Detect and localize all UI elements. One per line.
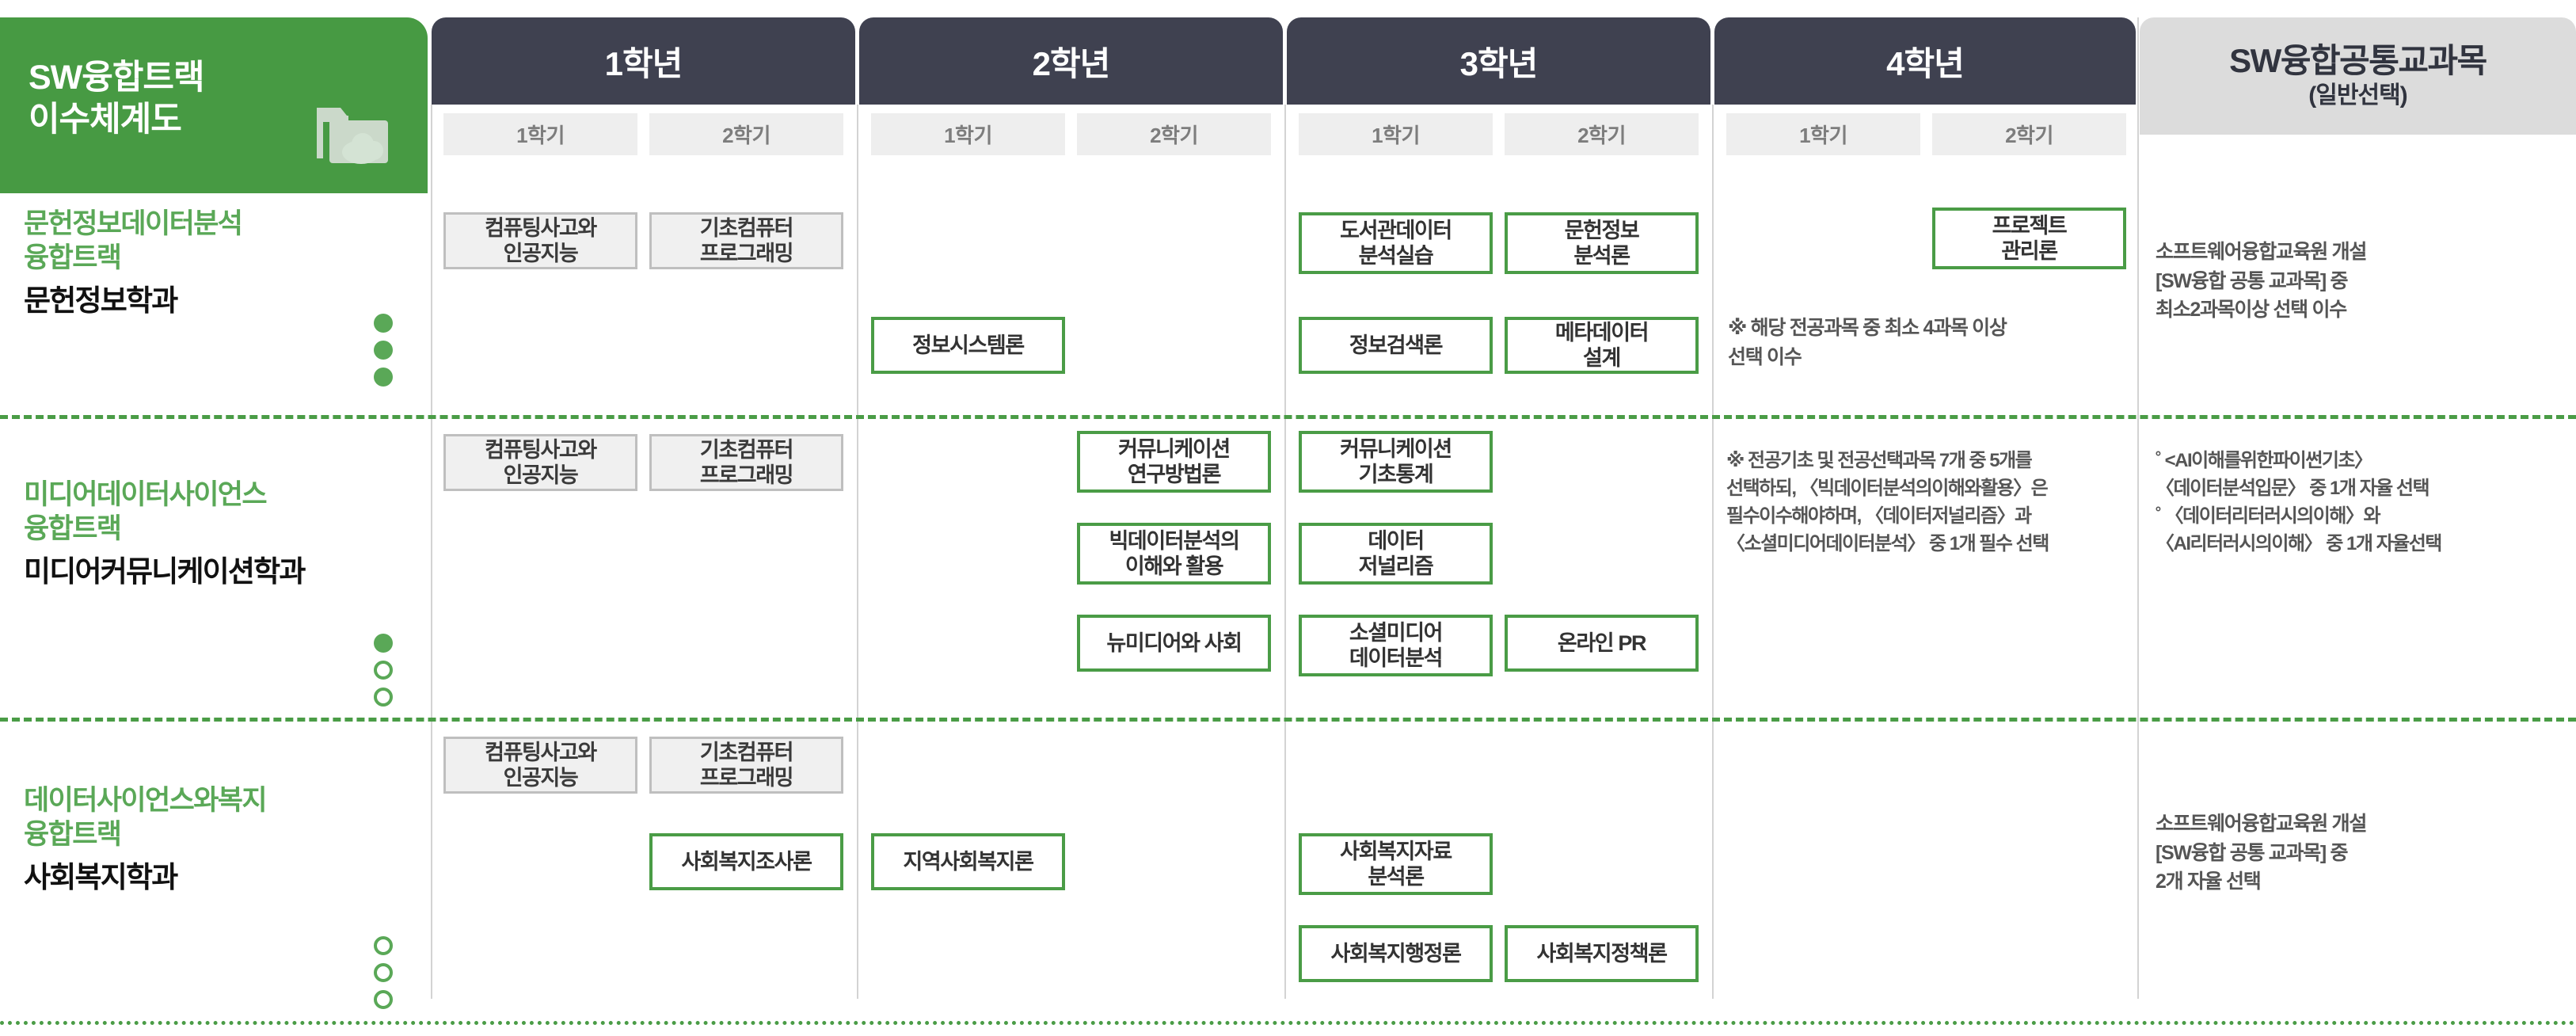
- semester-pill-y3s2: 2학기: [1505, 113, 1699, 155]
- course-box[interactable]: 소셜미디어 데이터분석: [1299, 615, 1493, 676]
- semester-pill-y3s1: 1학기: [1299, 113, 1493, 155]
- year-header-4: 4학년: [1714, 17, 2136, 105]
- course-box[interactable]: 컴퓨팅사고와 인공지능: [443, 212, 637, 269]
- semester-pill-y2s1: 1학기: [871, 113, 1065, 155]
- row-divider-1: [0, 415, 2576, 419]
- course-box[interactable]: 사회복지정책론: [1505, 925, 1699, 982]
- column-divider-2: [1284, 105, 1286, 999]
- common-note-2: ˚ <AI이해를위한파이썬기초〉 〈데이터분석입문〉 중 1개 자율 선택 ˚ …: [2156, 450, 2442, 555]
- year-header-4-label: 4학년: [1886, 44, 1965, 82]
- common-column-header: SW융합공통교과목 (일반선택): [2140, 17, 2576, 135]
- department-name-3: 사회복지학과: [24, 861, 178, 894]
- course-box[interactable]: 사회복지자료 분석론: [1299, 833, 1493, 895]
- course-box[interactable]: 컴퓨팅사고와 인공지능: [443, 737, 637, 794]
- common-note-3: 소프트웨어융합교육원 개설 [SW융합 공통 교과목] 중 2개 자율 선택: [2156, 813, 2367, 893]
- semester-pill-y4s1: 1학기: [1726, 113, 1920, 155]
- track-dot: [374, 687, 393, 707]
- track-dot: [374, 661, 393, 680]
- department-name-1: 문헌정보학과: [24, 284, 178, 318]
- course-box[interactable]: 커뮤니케이션 기초통계: [1299, 431, 1493, 493]
- track-dots-2: [374, 634, 394, 714]
- column-divider-0: [431, 105, 432, 999]
- folder-cloud-icon: [317, 108, 388, 164]
- course-box[interactable]: 커뮤니케이션 연구방법론: [1077, 431, 1271, 493]
- department-name-2: 미디어커뮤니케이션학과: [24, 555, 306, 588]
- track-dot: [374, 314, 393, 333]
- row-divider-2: [0, 718, 2576, 722]
- row-divider-3: [0, 1021, 2576, 1025]
- year-header-1-label: 1학년: [604, 44, 683, 82]
- course-box[interactable]: 데이터 저널리즘: [1299, 523, 1493, 585]
- track-label-1: 문헌정보데이터분석 융합트랙 문헌정보학과: [24, 208, 404, 319]
- common-column-subtitle: (일반선택): [2308, 82, 2407, 109]
- course-box[interactable]: 도서관데이터 분석실습: [1299, 212, 1493, 274]
- track-label-3: 데이터사이언스와복지 융합트랙 사회복지학과: [24, 784, 404, 896]
- track-dot: [374, 963, 393, 982]
- brand-title: SW융합트랙 이수체계도: [29, 59, 205, 139]
- course-box[interactable]: 기초컴퓨터 프로그래밍: [649, 737, 843, 794]
- track-dots-3: [374, 936, 394, 1017]
- course-box[interactable]: 사회복지행정론: [1299, 925, 1493, 982]
- course-box[interactable]: 프로젝트 관리론: [1932, 208, 2126, 269]
- track-dot: [374, 368, 393, 387]
- course-box[interactable]: 메타데이터 설계: [1505, 317, 1699, 374]
- column-divider-3: [1712, 105, 1714, 999]
- year4-note-2: ※ 전공기초 및 전공선택과목 7개 중 5개를 선택하되, 〈빅데이터분석의이…: [1726, 450, 2049, 555]
- course-box[interactable]: 기초컴퓨터 프로그래밍: [649, 434, 843, 491]
- track-dot: [374, 936, 393, 955]
- track-dots-1: [374, 314, 394, 394]
- common-note-1: 소프트웨어융합교육원 개설 [SW융합 공통 교과목] 중 최소2과목이상 선택…: [2156, 241, 2367, 321]
- semester-pill-y4s2: 2학기: [1932, 113, 2126, 155]
- track-name-1: 문헌정보데이터분석 융합트랙: [24, 208, 243, 273]
- track-dot: [374, 634, 393, 653]
- semester-pill-y1s1: 1학기: [443, 113, 637, 155]
- year4-note-1: ※ 해당 전공과목 중 최소 4과목 이상 선택 이수: [1728, 317, 2007, 368]
- year-header-3-label: 3학년: [1459, 44, 1539, 82]
- course-box[interactable]: 뉴미디어와 사회: [1077, 615, 1271, 672]
- track-dot: [374, 990, 393, 1009]
- track-name-2: 미디어데이터사이언스 융합트랙: [24, 479, 268, 544]
- year-header-3: 3학년: [1287, 17, 1710, 105]
- year-header-2-label: 2학년: [1032, 44, 1111, 82]
- course-box[interactable]: 기초컴퓨터 프로그래밍: [649, 212, 843, 269]
- course-box[interactable]: 지역사회복지론: [871, 833, 1065, 890]
- common-column-title: SW융합공통교과목: [2229, 42, 2487, 80]
- track-label-2: 미디어데이터사이언스 융합트랙 미디어커뮤니케이션학과: [24, 478, 404, 590]
- course-box[interactable]: 문헌정보 분석론: [1505, 212, 1699, 274]
- course-box[interactable]: 컴퓨팅사고와 인공지능: [443, 434, 637, 491]
- course-box[interactable]: 정보시스템론: [871, 317, 1065, 374]
- semester-pill-y2s2: 2학기: [1077, 113, 1271, 155]
- track-name-3: 데이터사이언스와복지 융합트랙: [24, 785, 268, 850]
- year-header-1: 1학년: [432, 17, 855, 105]
- track-dot: [374, 341, 393, 360]
- course-box[interactable]: 사회복지조사론: [649, 833, 843, 890]
- column-divider-1: [857, 105, 858, 999]
- brand-block: SW융합트랙 이수체계도: [0, 17, 428, 193]
- semester-pill-y1s2: 2학기: [649, 113, 843, 155]
- course-box[interactable]: 온라인 PR: [1505, 615, 1699, 672]
- column-divider-4: [2137, 17, 2139, 999]
- year-header-2: 2학년: [859, 17, 1283, 105]
- course-box[interactable]: 빅데이터분석의 이해와 활용: [1077, 523, 1271, 585]
- course-box[interactable]: 정보검색론: [1299, 317, 1493, 374]
